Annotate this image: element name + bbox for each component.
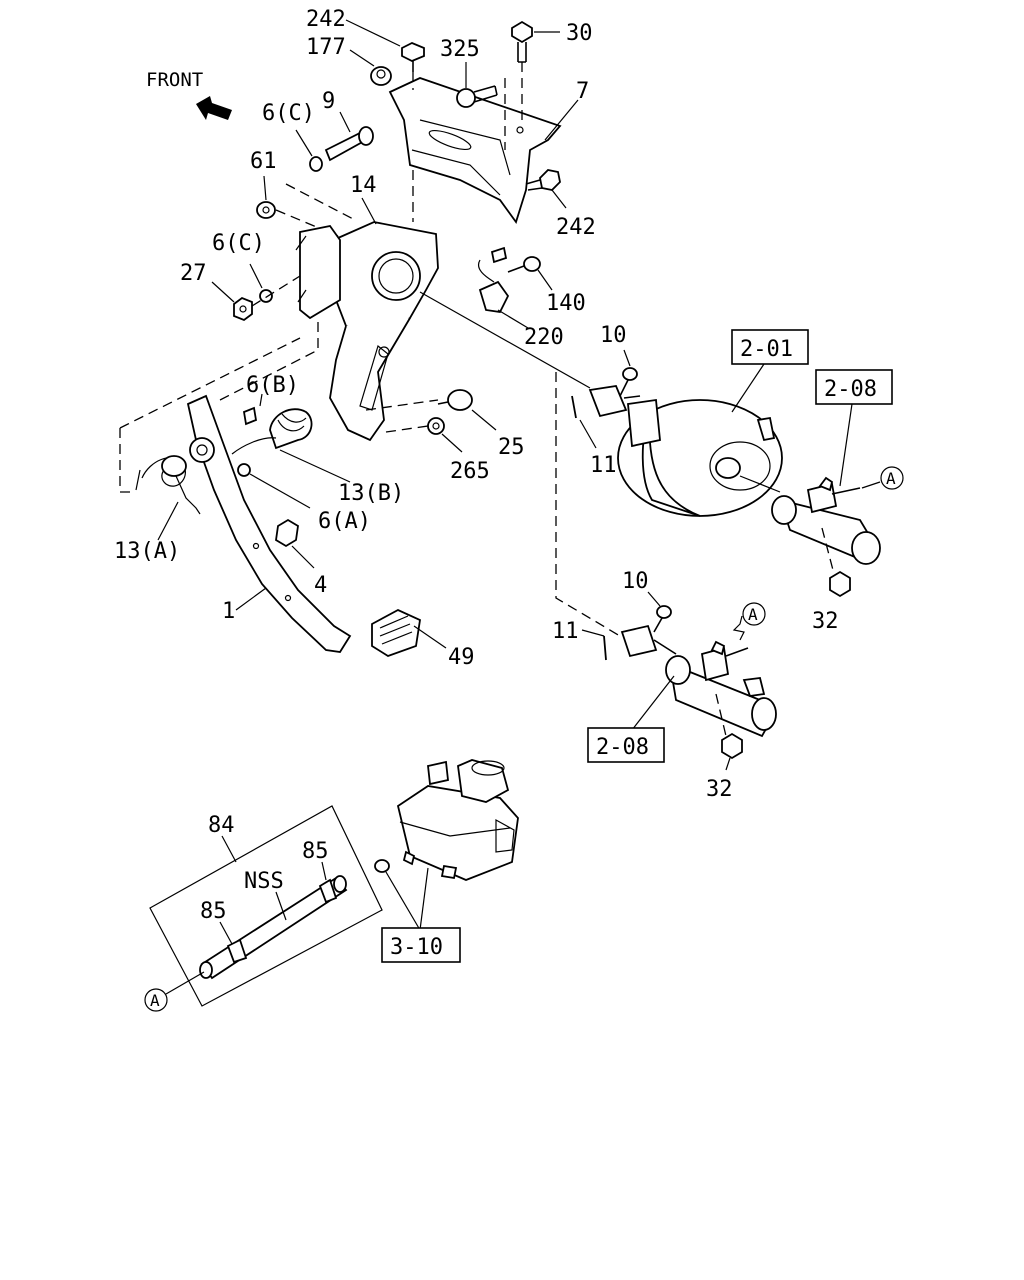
ref-box-2-08-upper: 2-08 [815,369,893,405]
label-32-lower: 32 [706,777,733,802]
callout-a-lower: A [732,602,766,641]
svg-text:2-01: 2-01 [740,337,793,362]
bushing-6b [242,406,258,426]
svg-text:A: A [150,991,160,1010]
hose-kit-box-84 [149,805,383,1007]
bracket-7 [388,77,562,224]
label-27: 27 [180,261,207,286]
nut-177 [370,66,392,86]
label-10-upper: 10 [600,323,627,348]
svg-text:2-08: 2-08 [596,735,649,760]
front-label: FRONT [146,69,203,91]
switch-220 [478,246,510,313]
svg-text:A: A [748,605,758,624]
bolt-25 [437,389,473,411]
label-49: 49 [448,645,475,670]
label-85-upper: 85 [302,839,329,864]
bolt-30 [511,20,533,63]
nut-32-lower [721,732,743,760]
label-14: 14 [350,173,377,198]
nut-32-upper [829,570,851,598]
label-30: 30 [566,21,593,46]
ref-box-2-01: 2-01 [731,329,809,365]
clip-small [374,859,390,873]
label-177: 177 [306,35,346,60]
label-6c-lower: 6(C) [212,231,265,256]
label-140: 140 [546,291,586,316]
label-32-upper: 32 [812,609,839,634]
clevis-lower [603,624,677,661]
bushing-6a [237,463,251,477]
label-11-lower: 11 [552,619,579,644]
pivot-bolt-9 [324,126,374,162]
nut-27 [233,296,253,322]
brake-booster [617,398,783,517]
label-11-upper: 11 [590,453,617,478]
bolt-242-top [401,42,425,72]
bushing-6c-upper [309,156,323,172]
label-10-lower: 10 [622,569,649,594]
label-265: 265 [450,459,490,484]
label-85-lower: 85 [200,899,227,924]
nut-265 [427,417,445,435]
label-13b: 13(B) [338,481,404,506]
label-242-top: 242 [306,7,346,32]
label-6b: 6(B) [246,373,299,398]
label-1: 1 [222,599,235,624]
pin-10-lower [653,605,672,633]
front-arrow-icon [196,96,232,120]
return-spring-13a [135,455,201,515]
label-25: 25 [498,435,525,460]
label-13a: 13(A) [114,539,180,564]
clutch-pedal-arm-1 [186,394,352,653]
label-9: 9 [322,89,335,114]
hose-clamp-85-upper [318,878,338,904]
label-nss: NSS [244,869,284,894]
label-6a: 6(A) [318,509,371,534]
svg-text:A: A [886,469,896,488]
label-84: 84 [208,813,235,838]
fluid-reservoir [396,759,519,881]
label-4: 4 [314,573,327,598]
hose-clamp-85-lower [226,938,248,964]
label-325: 325 [440,37,480,62]
callout-a-upper: A [861,466,904,490]
washer-61 [256,201,276,219]
svg-text:2-08: 2-08 [824,377,877,402]
svg-text:3-10: 3-10 [390,935,443,960]
callout-a-hose: A [144,971,205,1012]
pedal-bracket-14 [295,221,439,442]
pin-10-upper [619,367,638,397]
assist-spring-13b [231,408,313,455]
bolt-325 [456,85,498,108]
clevis-upper [571,385,641,419]
pedal-pad-49 [371,608,421,657]
master-cylinder-lower [665,640,777,738]
master-cylinder-upper [771,476,881,565]
label-61: 61 [250,149,277,174]
bolt-242-right [525,169,561,191]
label-7: 7 [576,79,589,104]
bolt-140 [507,256,541,273]
nut-4 [275,518,299,548]
ref-box-2-08-lower: 2-08 [587,727,665,763]
ref-box-3-10: 3-10 [381,927,461,963]
label-242-right: 242 [556,215,596,240]
bushing-6c-lower [259,289,273,303]
label-220: 220 [524,325,564,350]
label-6c-upper: 6(C) [262,101,315,126]
